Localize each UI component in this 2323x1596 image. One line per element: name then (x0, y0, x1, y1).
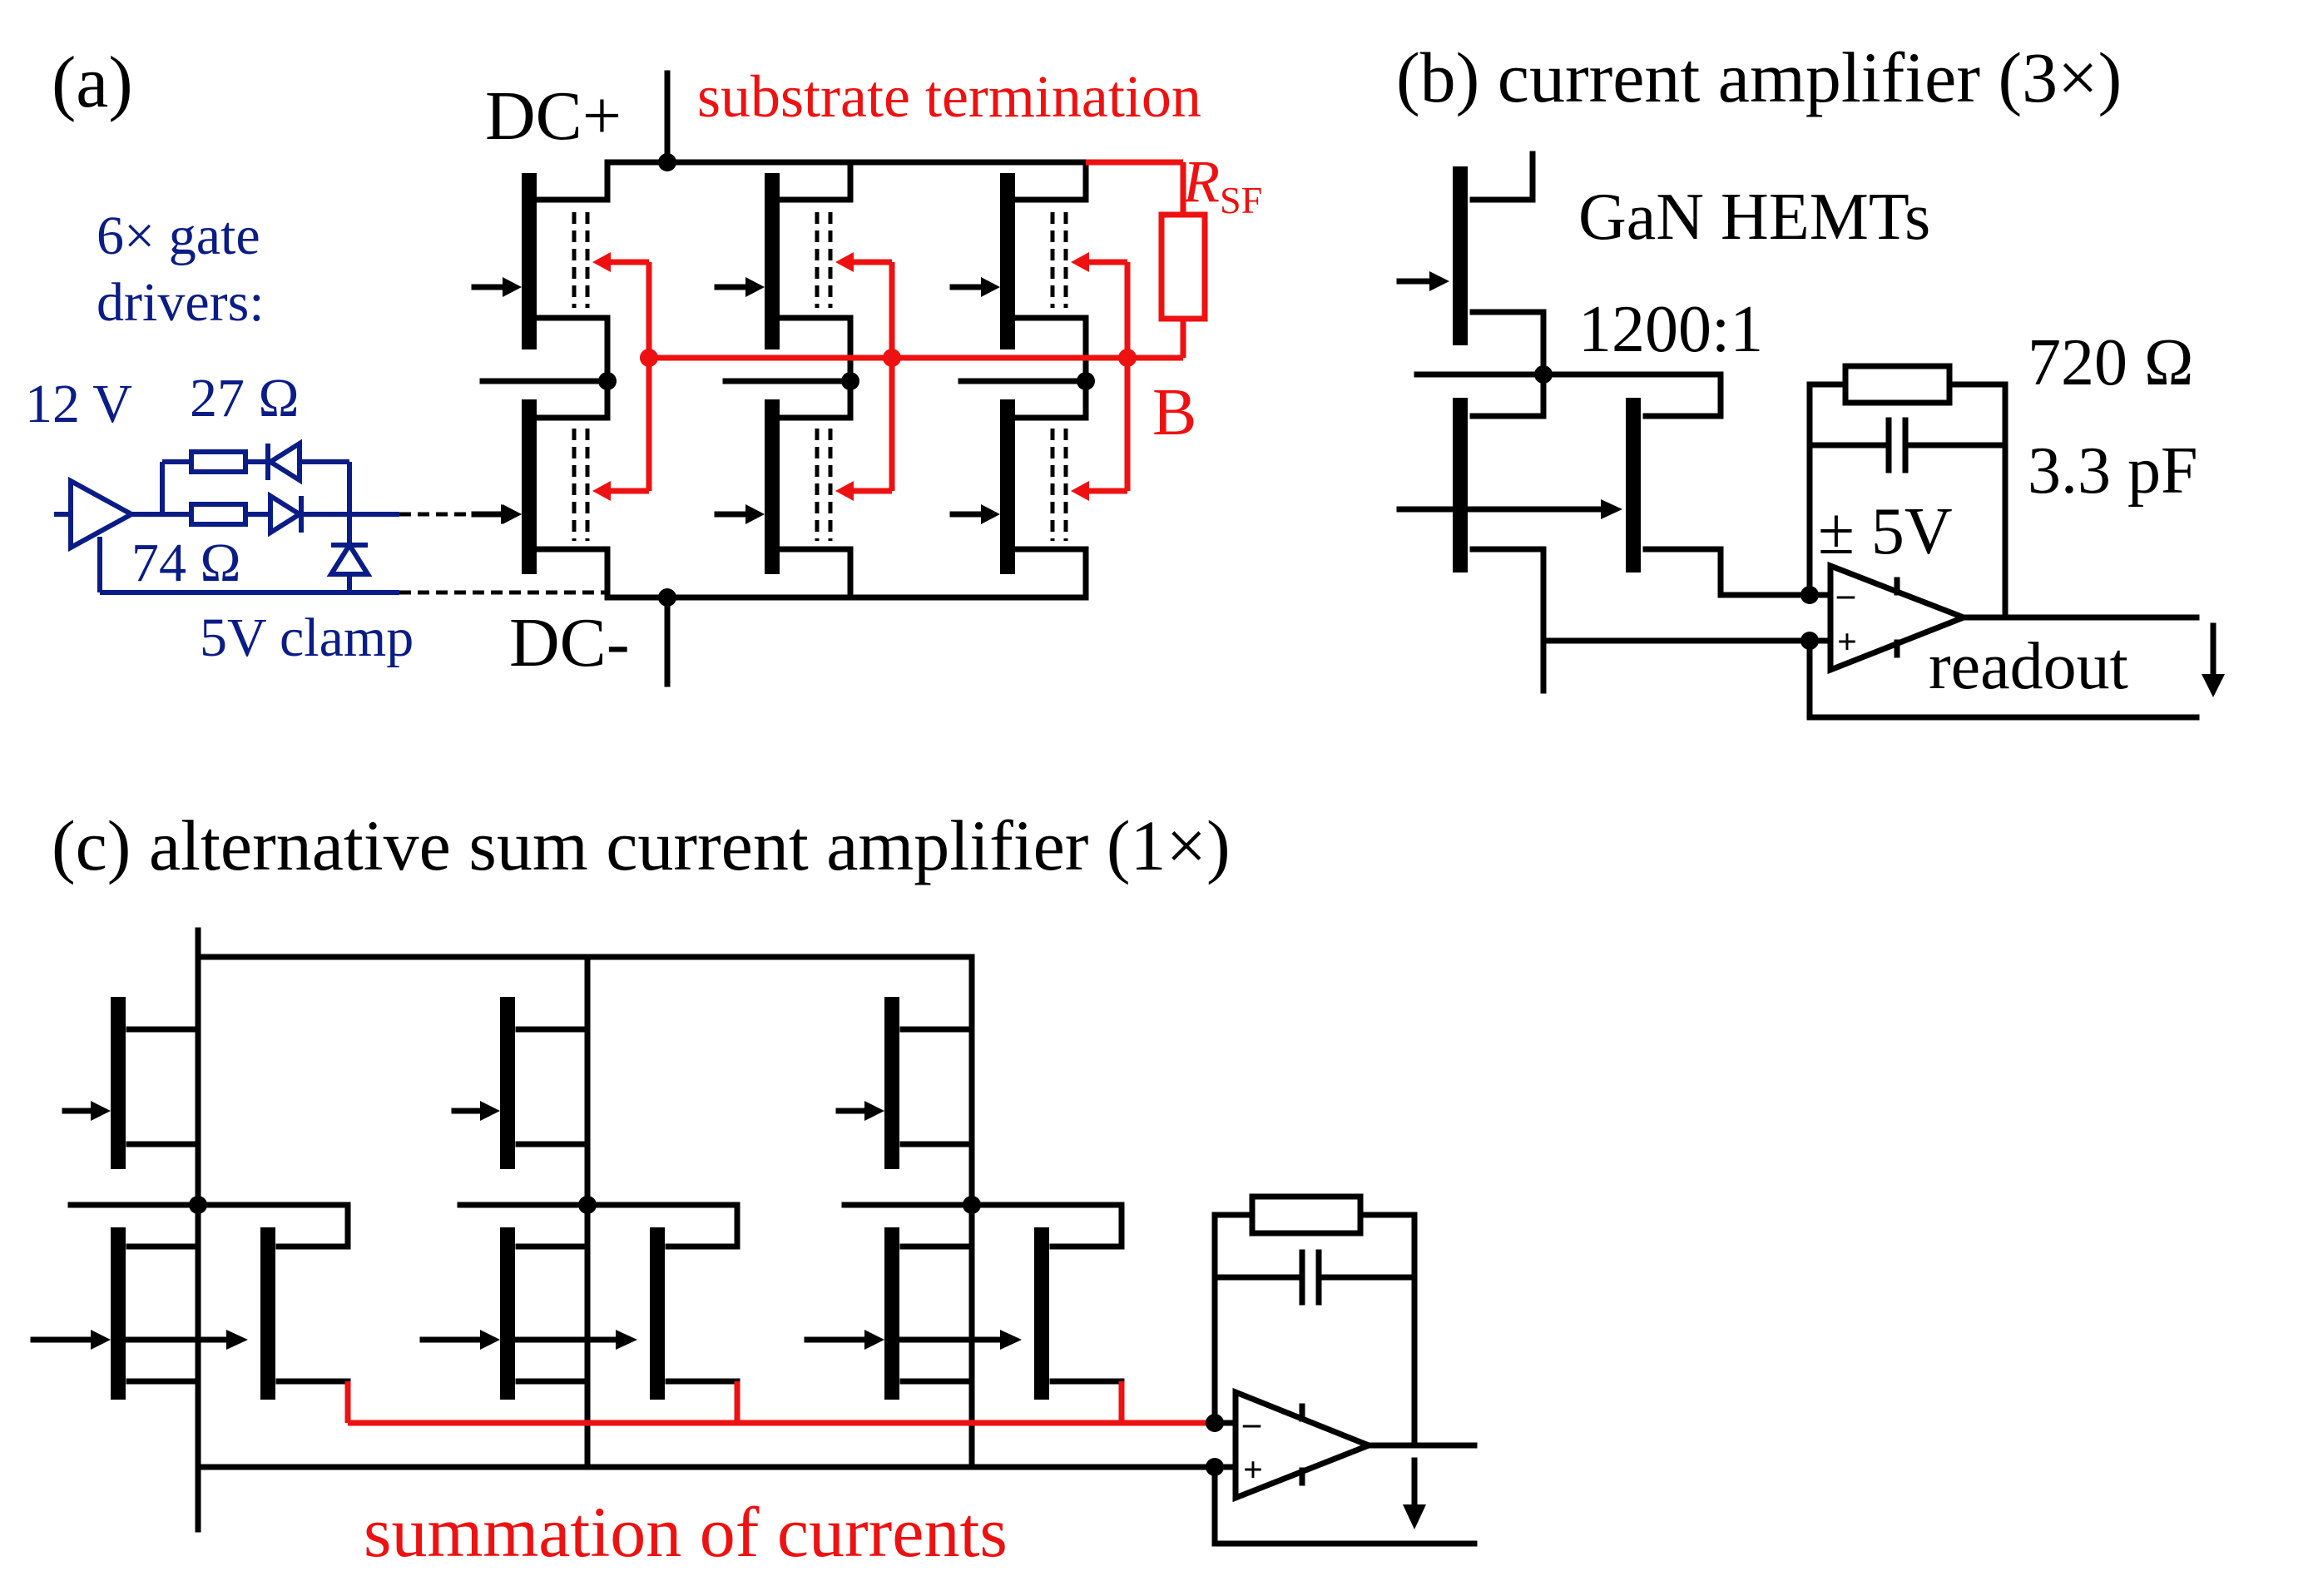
diode-forward-icon (268, 491, 305, 538)
resistor-27-label: 27 Ω (190, 368, 300, 429)
c33-label: 3.3 pF (2028, 434, 2198, 508)
rsf-label: RSF (1182, 148, 1262, 221)
voltage-12v-label: 12 V (25, 374, 132, 434)
half-bridge-leg-2 (714, 159, 859, 601)
sense-cell-2 (419, 997, 740, 1400)
resistor-74-label: 74 Ω (131, 533, 241, 593)
sense-cell-1 (30, 997, 351, 1400)
r720-label: 720 Ω (2028, 326, 2193, 399)
panel-a: (a) DC+ DC- substrate termination RSF B … (25, 42, 1262, 687)
ratio-label: 1200:1 (1578, 293, 1763, 366)
half-bridge-leg-3 (949, 159, 1095, 601)
gate-drivers-line1: 6× gate (97, 206, 260, 266)
output-arrow-icon (1403, 1504, 1426, 1529)
dc-minus-label: DC- (509, 604, 630, 682)
panel-c-title: (c) alternative sum current amplifier (1… (52, 805, 1231, 885)
panel-b: – + (b) current amplifier (3×) GaN HEMTs… (1396, 37, 2225, 721)
substrate-network (592, 159, 1208, 501)
node-b-label: B (1152, 376, 1196, 449)
opamp-b-minus: – (1836, 576, 1855, 614)
panel-a-label: (a) (52, 42, 133, 123)
opamp-b-plus: + (1837, 623, 1857, 662)
resistor-27-icon (189, 449, 248, 474)
clamp-diode-icon (326, 540, 373, 577)
supply-label: ± 5V (1818, 495, 1953, 568)
clamp-label: 5V clamp (200, 607, 414, 668)
summation-bus (344, 1381, 1215, 1426)
substrate-termination-label: substrate termination (697, 63, 1201, 130)
panel-c: – + (c) alternative sum current amplifie… (30, 805, 1478, 1572)
diode-reverse-icon (265, 439, 302, 485)
driver-buffer-icon (68, 476, 137, 553)
readout-arrow-icon (2202, 674, 2225, 697)
rsf-resistor (1158, 211, 1208, 322)
dc-plus-label: DC+ (485, 77, 622, 155)
gate-drivers-line2: drivers: (97, 272, 265, 333)
half-bridge-leg-1 (471, 159, 617, 601)
feedback-resistor-b (1842, 363, 1953, 406)
feedback-resistor-c (1249, 1193, 1364, 1237)
readout-label: readout (1929, 630, 2128, 703)
gate-driver (54, 439, 607, 595)
sense-cell-3 (804, 997, 1125, 1400)
opamp-c-minus: – (1242, 1405, 1261, 1443)
dc-rails (604, 70, 1089, 687)
panel-b-title: (b) current amplifier (3×) (1396, 37, 2122, 117)
resistor-74-icon (189, 502, 248, 527)
hemts-label: GaN HEMTs (1578, 181, 1930, 254)
summation-label: summation of currents (364, 1492, 1008, 1572)
opamp-c-plus: + (1243, 1451, 1263, 1489)
